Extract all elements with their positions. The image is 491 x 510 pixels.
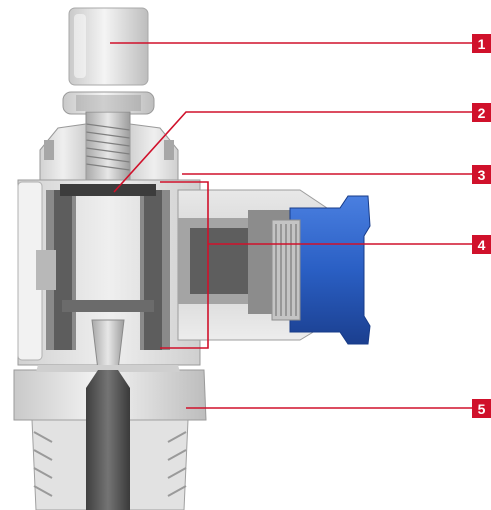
leader-line-2 <box>113 111 472 193</box>
lock-nut <box>62 91 155 115</box>
needle-tip <box>91 319 125 371</box>
leader-lines <box>110 42 472 409</box>
callout-3-badge: 3 <box>472 165 491 184</box>
callout-5-badge: 5 <box>472 399 491 418</box>
push-in-collet <box>271 195 371 345</box>
callout-1-badge: 1 <box>472 34 491 53</box>
flow-bore <box>86 370 130 510</box>
callout-2-badge: 2 <box>472 103 491 122</box>
callout-4-badge: 4 <box>472 235 491 254</box>
valve-body <box>17 179 201 366</box>
upper-bonnet <box>39 123 179 181</box>
leader-line-4 <box>160 181 472 349</box>
adjustment-knob <box>68 7 149 86</box>
